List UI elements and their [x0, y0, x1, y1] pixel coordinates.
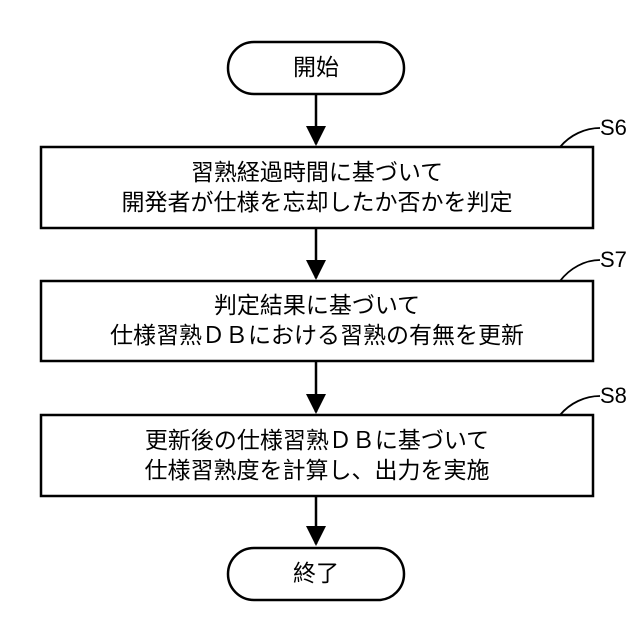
process-text-s6-line1: 習熟経過時間に基づいて: [41, 158, 593, 188]
step-label-s6: S6: [600, 115, 627, 141]
process-text-s6-line2: 開発者が仕様を忘却したか否かを判定: [41, 188, 593, 218]
process-text-s7-line1: 判定結果に基づいて: [41, 291, 593, 321]
process-text-s7-line2: 仕様習熟ＤＢにおける習熟の有無を更新: [41, 321, 593, 351]
process-text-s6: 習熟経過時間に基づいて 開発者が仕様を忘却したか否かを判定: [41, 158, 593, 218]
step-label-s8: S8: [600, 383, 627, 409]
step-label-s7: S7: [600, 247, 627, 273]
leader-line-s8: [560, 396, 600, 415]
process-text-s7: 判定結果に基づいて 仕様習熟ＤＢにおける習熟の有無を更新: [41, 291, 593, 351]
process-text-s8: 更新後の仕様習熟ＤＢに基づいて 仕様習熟度を計算し、出力を実施: [41, 426, 593, 486]
process-text-s8-line2: 仕様習熟度を計算し、出力を実施: [41, 456, 593, 486]
leader-line-s6: [560, 128, 600, 147]
start-label: 開始: [228, 53, 404, 83]
end-label: 終了: [228, 559, 404, 589]
process-text-s8-line1: 更新後の仕様習熟ＤＢに基づいて: [41, 426, 593, 456]
leader-line-s7: [560, 260, 600, 281]
